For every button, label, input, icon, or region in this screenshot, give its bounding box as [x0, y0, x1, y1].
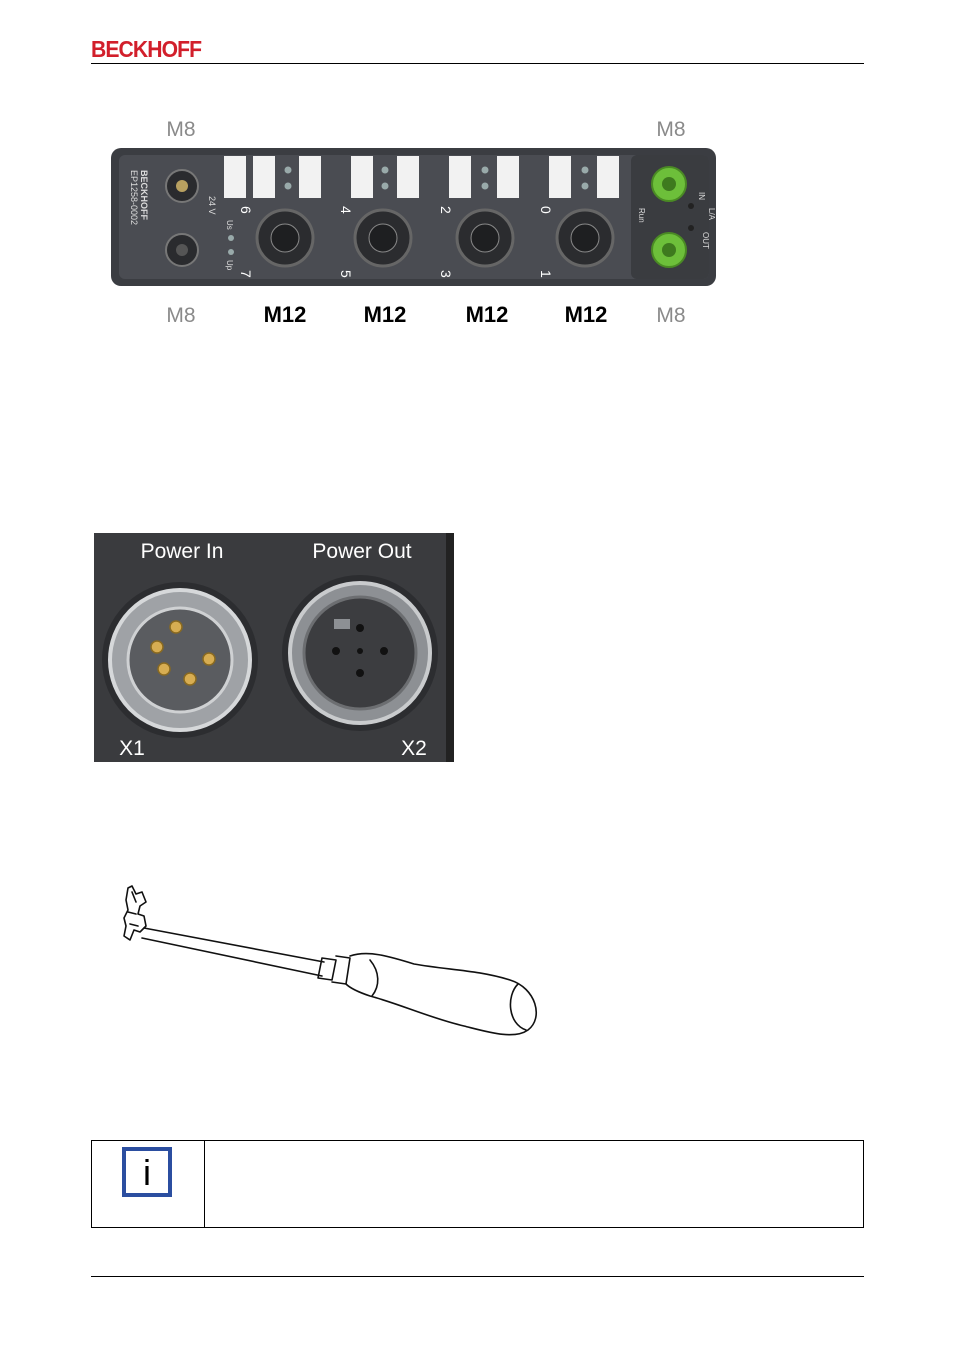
channel-group-1: 6 7: [224, 156, 321, 278]
module-figure: M8 M8 EP1258-0002 BECKHOFF 24 V Us Up 6 …: [91, 110, 731, 330]
status-label-up: Up: [225, 260, 234, 271]
m8-port-pins: [662, 177, 676, 191]
label-m8-bottom-right: M8: [656, 304, 685, 327]
port-label-out: OUT: [701, 232, 710, 249]
module-brand-text: BECKHOFF: [139, 170, 149, 220]
m12-pins: [368, 223, 398, 253]
label-power-in: Power In: [141, 540, 224, 563]
channel-number-top: 4: [338, 206, 354, 214]
label-window: [497, 156, 519, 198]
label-window: [299, 156, 321, 198]
label-m12-2: M12: [364, 302, 407, 327]
label-window: [397, 156, 419, 198]
m8-pins-bottom: [176, 244, 188, 256]
m12-pins: [270, 223, 300, 253]
channel-number-top: 6: [238, 206, 254, 214]
channel-group-3: 2 3: [438, 156, 519, 278]
handle-grip-line: [369, 959, 379, 997]
m12-pins: [470, 223, 500, 253]
port-label-run: Run: [637, 208, 646, 223]
x1-connector-face: [126, 606, 234, 714]
x1-pin: [183, 672, 197, 686]
label-window: [351, 156, 373, 198]
label-m12-3: M12: [466, 302, 509, 327]
x2-socket: [380, 647, 388, 655]
x2-socket: [356, 669, 364, 677]
channel-number-bottom: 1: [538, 270, 554, 278]
beckhoff-logo: BECKHOFF: [91, 36, 202, 62]
led: [284, 182, 292, 190]
m12-pins: [570, 223, 600, 253]
note-box: i: [91, 1140, 864, 1228]
x2-socket: [356, 624, 364, 632]
ferrule-ring: [331, 955, 351, 985]
info-icon-letter: i: [143, 1152, 151, 1193]
led: [481, 182, 489, 190]
label-window: [224, 156, 246, 198]
power-connectors-figure: Power In Power Out X1 X2: [94, 533, 454, 762]
label-m12-4: M12: [565, 302, 608, 327]
led: [381, 182, 389, 190]
led: [581, 182, 589, 190]
channel-number-top: 0: [538, 206, 554, 214]
led-out: [688, 225, 694, 231]
wrench-head-detail: [127, 891, 139, 927]
shaft-bottom: [141, 937, 323, 977]
module-right-panel: [631, 155, 709, 279]
module-side-text: EP1258-0002: [129, 170, 139, 225]
label-m8-top-right: M8: [656, 118, 685, 141]
label-power-out: Power Out: [312, 540, 411, 563]
x2-key-notch: [334, 619, 350, 629]
x1-pin: [150, 640, 164, 654]
power-connectors-drawing: Power In Power Out X1 X2: [94, 533, 454, 762]
led: [481, 166, 489, 174]
supply-label: 24 V: [207, 196, 217, 215]
m8-port-pins: [662, 243, 676, 257]
label-x1: X1: [119, 737, 145, 760]
x1-pin: [157, 662, 171, 676]
status-label-us: Us: [225, 220, 234, 230]
led-la: [688, 203, 694, 209]
label-m8-top-left: M8: [166, 118, 195, 141]
wrench-head-icon: [123, 885, 147, 941]
x1-pin: [169, 620, 183, 634]
handle-end-cap: [509, 983, 527, 1031]
channel-number-bottom: 7: [238, 270, 254, 278]
led: [581, 166, 589, 174]
screwdriver-drawing: [123, 885, 538, 1036]
port-label-la: L/A: [707, 208, 716, 221]
led: [284, 166, 292, 174]
channel-number-bottom: 3: [438, 270, 454, 278]
header-rule: [91, 63, 864, 64]
panel-edge: [446, 533, 454, 762]
label-x2: X2: [401, 737, 427, 760]
module-drawing: M8 M8 EP1258-0002 BECKHOFF 24 V Us Up 6 …: [111, 118, 716, 327]
m8-pins-top: [176, 180, 188, 192]
footer-rule: [91, 1276, 864, 1277]
label-window: [449, 156, 471, 198]
info-icon: i: [122, 1147, 172, 1197]
x2-socket: [332, 647, 340, 655]
x1-pin: [202, 652, 216, 666]
label-window: [597, 156, 619, 198]
led-up: [228, 249, 234, 255]
label-window: [549, 156, 571, 198]
led: [381, 166, 389, 174]
channel-number-bottom: 5: [338, 270, 354, 278]
led-us: [228, 235, 234, 241]
port-label-in: IN: [697, 192, 706, 200]
note-icon-cell: i: [92, 1141, 205, 1227]
label-window: [253, 156, 275, 198]
shaft-top: [143, 927, 325, 963]
screwdriver-figure: [118, 880, 548, 1045]
label-m8-bottom-left: M8: [166, 304, 195, 327]
ferrule: [317, 957, 337, 981]
label-m12-1: M12: [264, 302, 307, 327]
channel-group-4: 0 1: [538, 156, 619, 278]
x2-socket: [357, 648, 363, 654]
channel-group-2: 4 5: [338, 156, 419, 278]
channel-number-top: 2: [438, 206, 454, 214]
